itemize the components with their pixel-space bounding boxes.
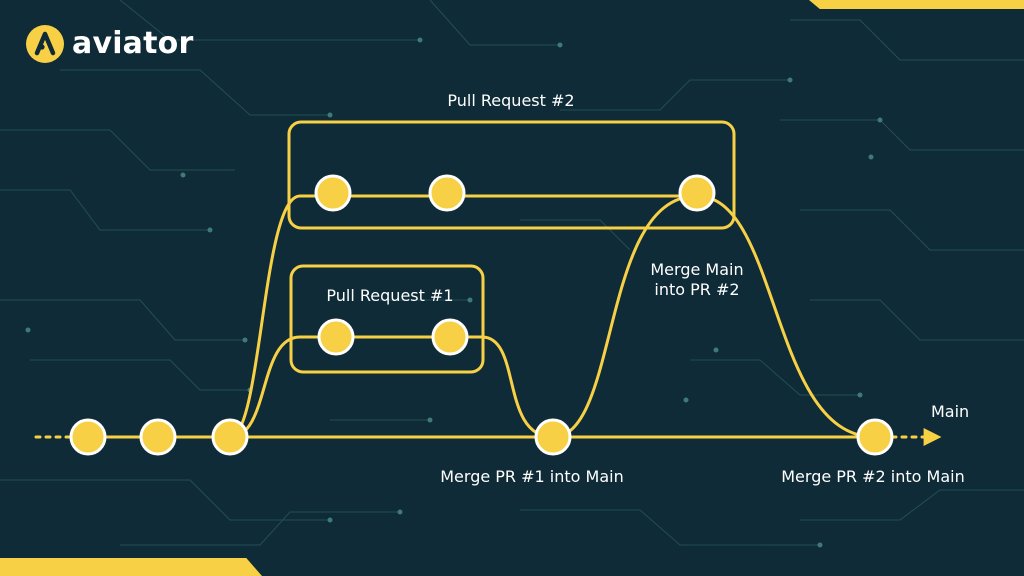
circuit-node <box>327 112 333 118</box>
circuit-node <box>877 117 883 123</box>
circuit-node <box>327 517 333 523</box>
circuit-node <box>857 392 863 398</box>
merge-main-into-pr2-label-line2: into PR #2 <box>654 280 740 299</box>
circuit-trace <box>800 209 1024 251</box>
circuit-node <box>557 42 563 48</box>
circuit-trace <box>60 69 330 116</box>
circuit-trace <box>790 19 1024 61</box>
pr1-box <box>289 264 485 374</box>
circuit-trace <box>119 0 420 41</box>
circuit-node <box>397 509 403 515</box>
merge-main-into-pr2-node <box>678 174 716 212</box>
merge-pr1-node <box>534 418 572 456</box>
pr2-commit-node <box>428 174 466 212</box>
merge-pr1-label: Merge PR #1 into Main <box>440 467 624 486</box>
circuit-trace <box>520 509 820 546</box>
pr2-merge-line <box>695 194 877 439</box>
circuit-trace <box>520 219 631 251</box>
circuit-node <box>787 77 793 83</box>
circuit-trace <box>0 189 210 231</box>
accent-bar-top <box>809 0 1024 9</box>
merge-main-into-pr2-line <box>551 194 699 439</box>
circuit-node <box>427 417 433 423</box>
circuit-trace <box>429 0 560 46</box>
circuit-node <box>25 327 31 333</box>
circuit-node <box>180 172 186 178</box>
pr1-label: Pull Request #1 <box>326 286 454 305</box>
circuit-trace <box>800 489 1024 521</box>
merge-main-into-pr2-label-line1: Merge Main <box>650 260 744 279</box>
commit-node <box>139 418 177 456</box>
merge-main-into-pr2-label: Merge Main into PR #2 <box>632 260 762 300</box>
circuit-trace <box>690 359 860 396</box>
aviator-logo: aviator <box>26 24 193 64</box>
aviator-logo-icon <box>26 25 64 63</box>
circuit-trace <box>0 129 235 171</box>
circuit-trace <box>0 479 330 521</box>
pr2-label: Pull Request #2 <box>447 91 575 110</box>
circuit-trace <box>30 359 250 391</box>
accent-bar-bottom <box>0 558 262 576</box>
circuit-node <box>207 227 213 233</box>
circuit-node <box>683 397 689 403</box>
circuit-node <box>467 297 473 303</box>
merge-pr2-node <box>856 418 894 456</box>
circuit-node <box>242 337 248 343</box>
circuit-trace <box>810 299 1024 341</box>
pr1-commit-node <box>431 318 469 356</box>
circuit-node <box>713 347 719 353</box>
circuit-node <box>868 154 874 160</box>
circuit-node <box>417 37 423 43</box>
merge-pr2-label: Merge PR #2 into Main <box>781 467 965 486</box>
commit-node <box>211 418 249 456</box>
pr1-commit-node <box>317 318 355 356</box>
pr2-commit-node <box>314 174 352 212</box>
circuit-trace <box>780 119 1024 151</box>
circuit-trace <box>560 79 790 111</box>
main-branch-label: Main <box>931 402 970 421</box>
circuit-trace <box>0 299 245 341</box>
pr2-box <box>287 120 736 230</box>
brand-name: aviator <box>72 26 194 61</box>
pr2-branch-line <box>228 194 699 439</box>
circuit-trace <box>120 511 400 546</box>
commit-node <box>69 418 107 456</box>
circuit-node <box>817 542 823 548</box>
